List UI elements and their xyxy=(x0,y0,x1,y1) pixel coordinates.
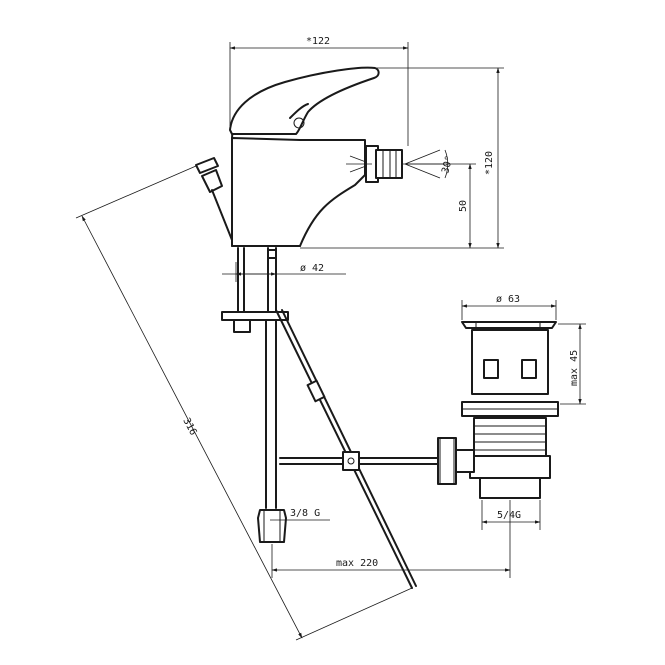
popup-knob xyxy=(195,157,233,241)
label-height-overall: *120 xyxy=(484,151,495,175)
label-waste-height: max 45 xyxy=(569,350,580,386)
label-max-reach: max 220 xyxy=(336,558,378,569)
supply-hose xyxy=(257,319,287,543)
spray-nozzle xyxy=(346,145,449,183)
link-rod xyxy=(279,451,441,471)
label-waste-thread: 5/4G xyxy=(497,510,521,521)
label-spout-height: 50 xyxy=(458,200,469,212)
popup-waste xyxy=(437,321,559,499)
label-waste-diameter: ø 63 xyxy=(496,294,520,305)
pull-rod xyxy=(275,309,417,589)
dimension-lines xyxy=(75,42,586,641)
label-width-overall: *122 xyxy=(306,36,330,47)
lever-handle xyxy=(229,66,380,135)
label-base-diameter: ø 42 xyxy=(300,263,324,274)
label-hose-thread: 3/8 G xyxy=(290,508,320,519)
mounting-shank xyxy=(221,247,289,333)
label-spray-angle: 30° xyxy=(440,154,455,174)
